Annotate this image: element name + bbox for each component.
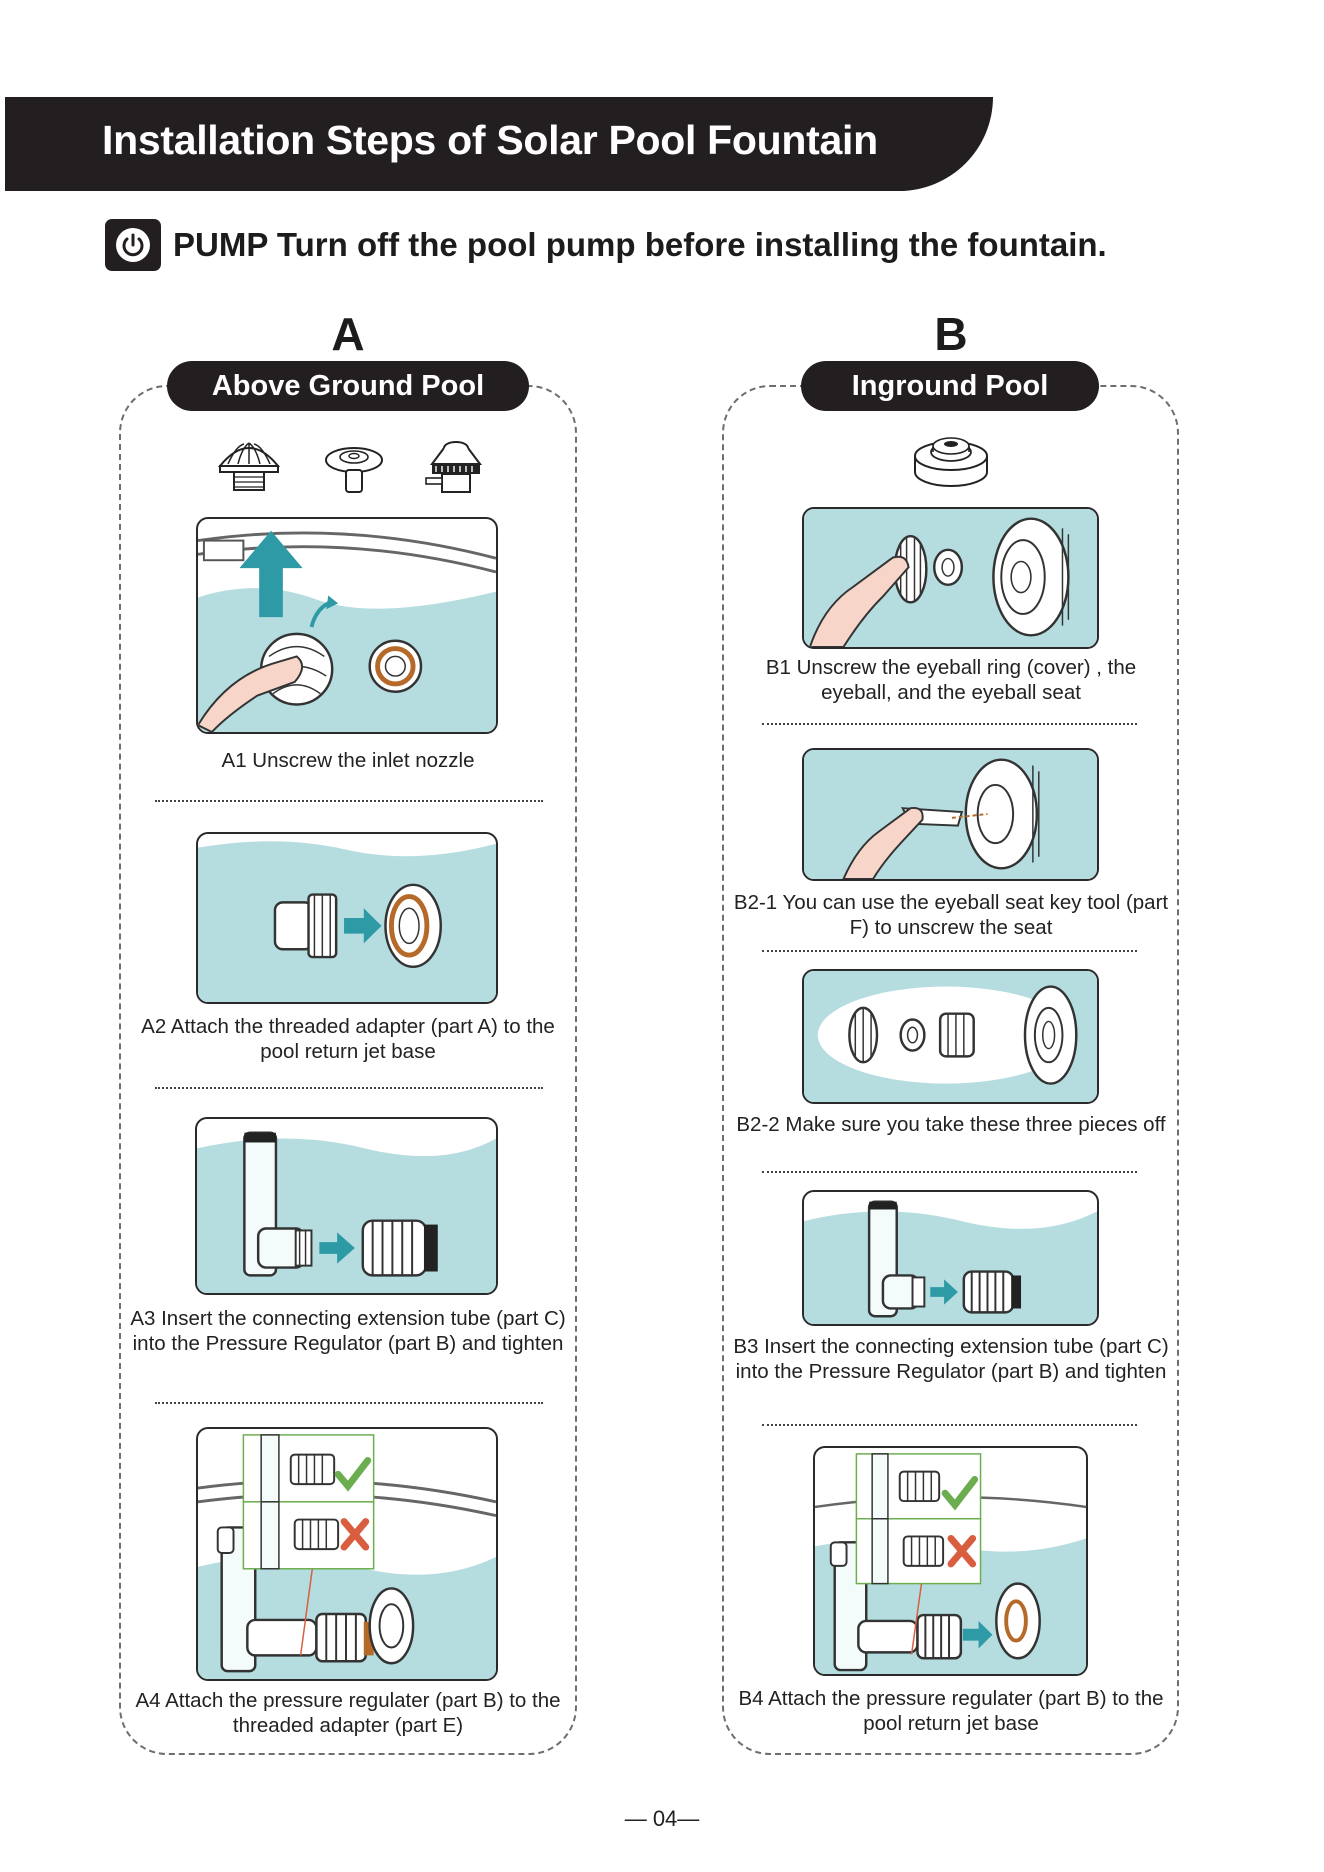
step-a2-illustration bbox=[196, 832, 498, 1004]
page-title: Installation Steps of Solar Pool Fountai… bbox=[102, 117, 878, 163]
step-a2-caption: A2 Attach the threaded adapter (part A) … bbox=[141, 1015, 555, 1063]
notice-text: PUMP Turn off the pool pump before insta… bbox=[173, 226, 1107, 263]
step-divider bbox=[762, 950, 1137, 952]
step-divider bbox=[155, 800, 543, 802]
step-b2-1-illustration bbox=[802, 748, 1099, 881]
jet-fitting-icon bbox=[422, 434, 488, 498]
inground-pool-label: Inground Pool bbox=[801, 361, 1099, 411]
nozzle-part-icon bbox=[214, 438, 284, 498]
pump-notice: PUMP Turn off the pool pump before insta… bbox=[105, 219, 1107, 271]
step-b4-caption: B4 Attach the pressure regulater (part B… bbox=[738, 1687, 1164, 1735]
above-ground-pool-label: Above Ground Pool bbox=[167, 361, 529, 411]
step-divider bbox=[762, 723, 1137, 725]
step-b3-caption: B3 Insert the connecting extension tube … bbox=[733, 1335, 1169, 1383]
step-a3-illustration bbox=[195, 1117, 498, 1295]
step-b1-illustration bbox=[802, 507, 1099, 649]
step-a4-illustration bbox=[196, 1427, 498, 1681]
column-b-letter: B bbox=[934, 308, 968, 360]
step-b2-2-caption: B2-2 Make sure you take these three piec… bbox=[736, 1113, 1166, 1136]
step-divider bbox=[155, 1402, 543, 1404]
eyeball-fitting-icon bbox=[323, 440, 385, 498]
step-b4-illustration bbox=[813, 1446, 1088, 1676]
step-b2-2-illustration bbox=[802, 969, 1099, 1104]
step-a4-caption: A4 Attach the pressure regulater (part B… bbox=[135, 1689, 561, 1737]
step-a1-caption: A1 Unscrew the inlet nozzle bbox=[221, 749, 475, 772]
title-banner: Installation Steps of Solar Pool Fountai… bbox=[5, 97, 993, 191]
step-b1-caption: B1 Unscrew the eyeball ring (cover) , th… bbox=[765, 656, 1137, 704]
power-icon bbox=[105, 219, 161, 271]
step-a1-illustration bbox=[196, 517, 498, 734]
step-a3-caption: A3 Insert the connecting extension tube … bbox=[130, 1307, 566, 1355]
step-divider bbox=[155, 1087, 543, 1089]
step-divider bbox=[762, 1424, 1137, 1426]
step-divider bbox=[762, 1171, 1137, 1173]
column-a-letter: A bbox=[331, 308, 365, 360]
step-b3-illustration bbox=[802, 1190, 1099, 1326]
step-b2-1-caption: B2-1 You can use the eyeball seat key to… bbox=[733, 891, 1169, 939]
page-number: — 04— bbox=[624, 1806, 700, 1831]
inground-fitting-icon bbox=[912, 428, 990, 490]
